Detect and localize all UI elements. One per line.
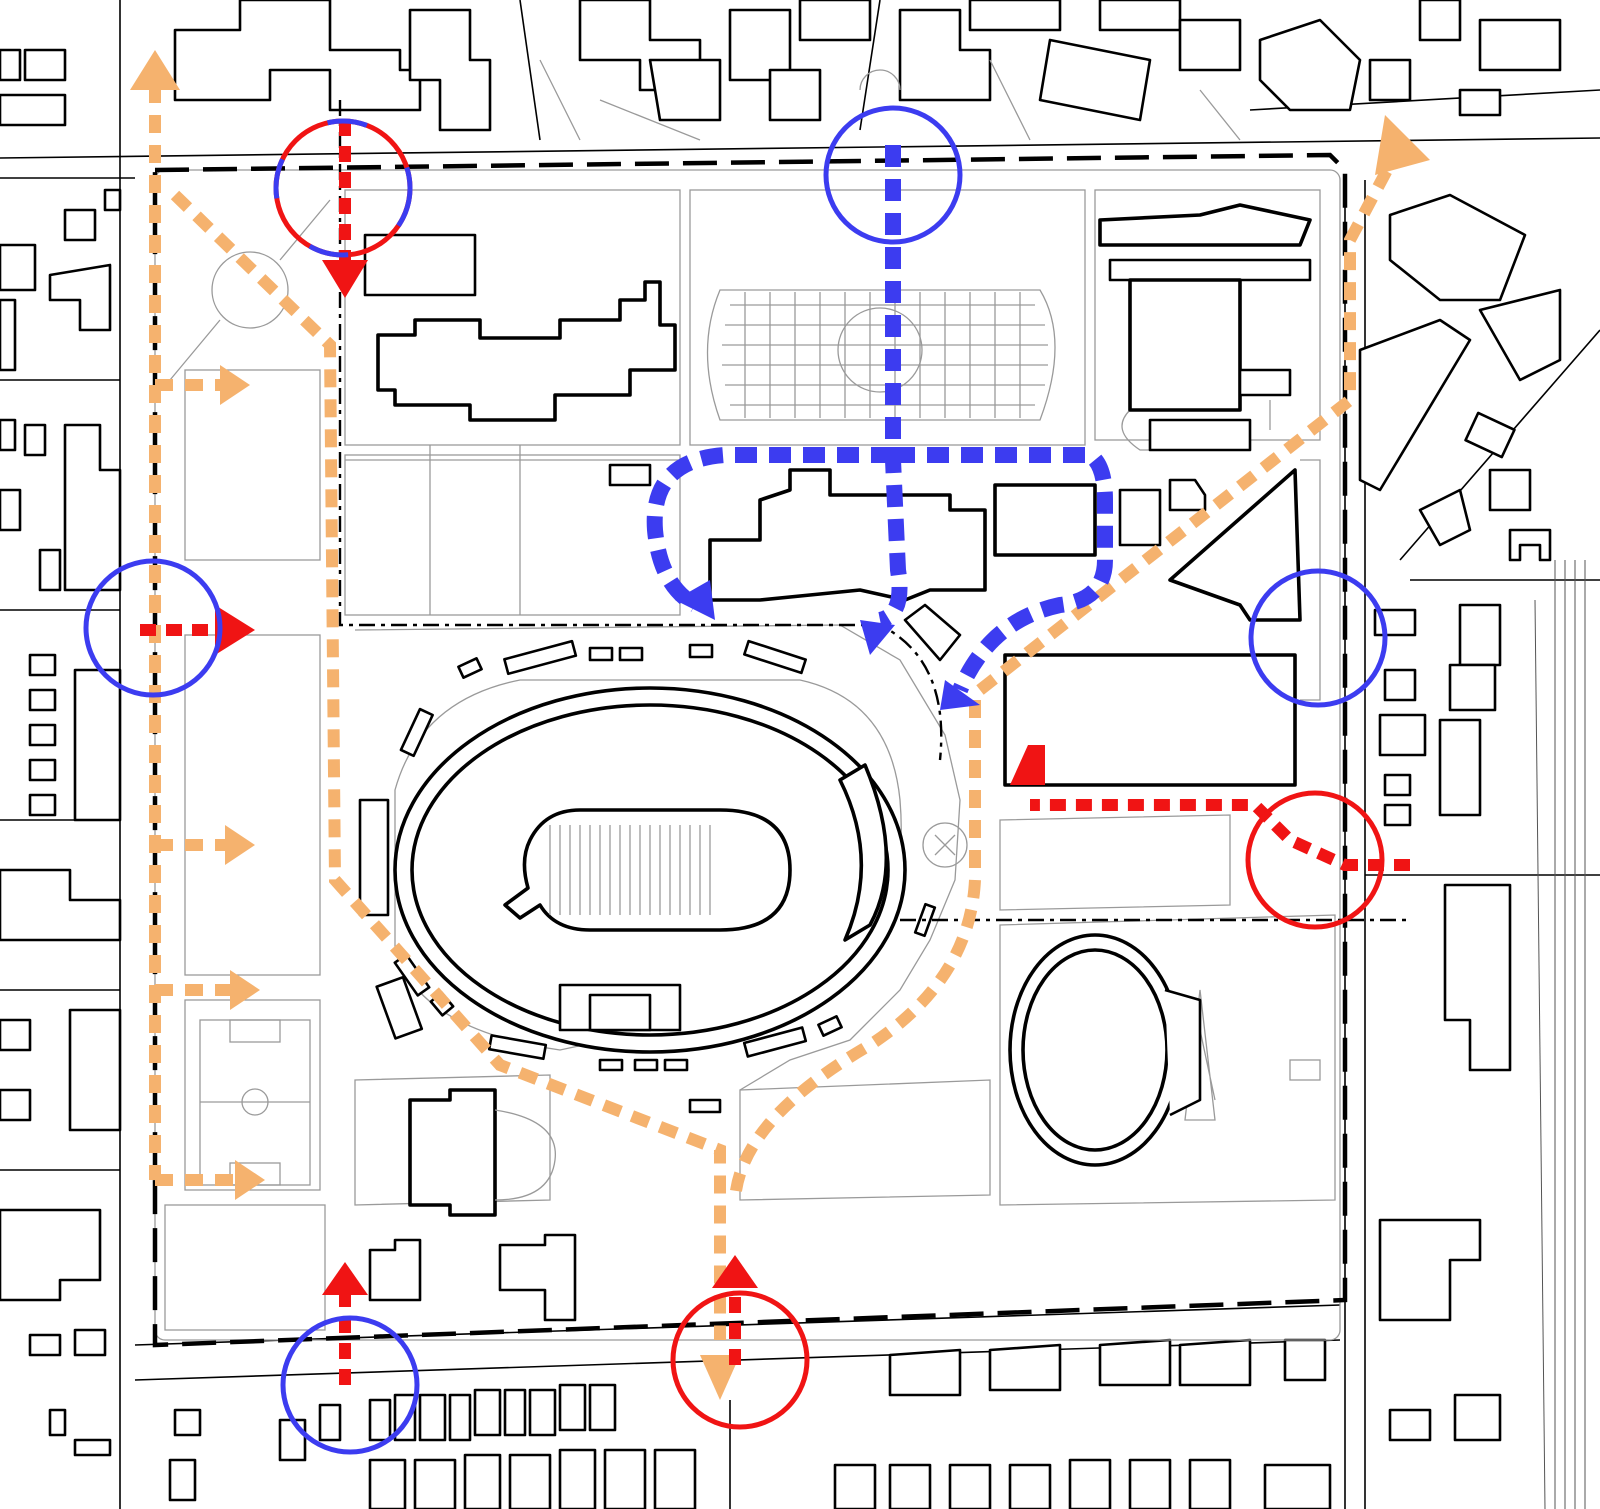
plaza-arrow-west	[675, 580, 715, 620]
plaza-circulation	[646, 145, 1113, 694]
soccer-field	[199, 1019, 311, 1186]
south-neighborhood-buildings	[168, 1338, 1332, 1509]
access-point-north	[823, 105, 963, 245]
ped-arrow-west-4	[235, 1160, 265, 1200]
east-long-block	[1003, 653, 1297, 787]
access-points	[83, 105, 1388, 1455]
veh-arrow-south	[712, 1255, 758, 1288]
east-grandstand	[838, 763, 889, 942]
north-campus-buildings	[173, 0, 1562, 141]
site-interior-layout	[154, 169, 1341, 1341]
small-arena	[1008, 933, 1202, 1167]
stadium-track	[503, 808, 792, 932]
veh-arrow-north	[322, 260, 368, 298]
row-houses-south	[368, 1383, 697, 1509]
vehicle-flows	[140, 120, 1410, 1385]
main-stadium	[375, 639, 937, 1072]
access-point-south	[670, 1290, 810, 1430]
ped-arrow-south	[700, 1355, 740, 1400]
access-point-south-west	[280, 1315, 420, 1455]
pedestrian-route-north-east-diagonal	[976, 152, 1401, 695]
pedestrian-route-north-west-diagonal	[170, 190, 726, 1340]
ped-arrow-north-east	[1375, 115, 1430, 175]
veh-arrow-south-west	[322, 1262, 368, 1295]
plaza-arrowheads	[675, 580, 980, 710]
ped-arrow-north-west	[130, 50, 180, 90]
plaza-route-loop-west	[646, 447, 893, 612]
access-point-north-west-blue	[273, 118, 413, 258]
veh-arrow-east	[1010, 745, 1045, 785]
access-point-east-vehicle	[1245, 790, 1385, 930]
ped-arrow-west-1	[220, 365, 250, 405]
north-west-building	[376, 280, 677, 422]
stadium-field-lines	[549, 825, 711, 915]
veh-arrow-west	[215, 605, 255, 655]
north-east-hall	[1128, 278, 1242, 412]
east-neighborhood-buildings	[1358, 193, 1562, 1442]
ped-arrow-west-2	[225, 825, 255, 865]
plaza-arrow-east	[940, 680, 980, 710]
pedestrian-arrowheads	[130, 50, 1430, 1400]
central-building	[708, 468, 987, 602]
triangle-building	[1168, 468, 1302, 622]
access-point-west	[83, 558, 223, 698]
plaza-grid	[706, 289, 1056, 421]
plaza-route-north-south	[877, 145, 908, 628]
ped-arrow-west-3	[230, 970, 260, 1010]
pedestrian-route-east-curve	[729, 700, 981, 1201]
west-neighborhood-buildings	[0, 48, 122, 1457]
railway-tracks	[1534, 560, 1586, 1509]
site-buildings	[358, 203, 1312, 1322]
access-point-east	[1248, 568, 1388, 708]
vehicle-arrowheads	[215, 260, 1045, 1295]
vehicle-route-east	[1030, 799, 1410, 871]
plaza-route-loop-east	[893, 447, 1113, 694]
plaza-arrow-center	[860, 620, 895, 655]
